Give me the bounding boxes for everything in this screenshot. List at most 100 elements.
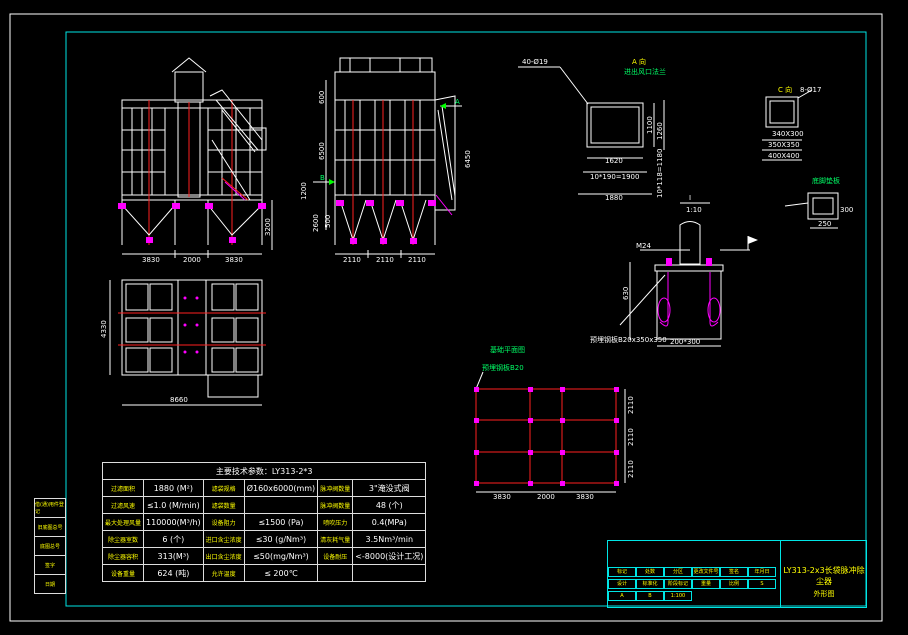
base-note: 预埋钢板B20 bbox=[482, 363, 524, 372]
label-a: A bbox=[455, 98, 460, 106]
spec-value: ≤50(mg/Nm³) bbox=[243, 547, 319, 565]
spec-key: 出口含尘浓度 bbox=[202, 547, 245, 565]
side-height-4: 1200 bbox=[300, 182, 308, 200]
flange-c-note: 8-Ø17 bbox=[800, 86, 821, 94]
spec-value: ≤1.0 (M/min) bbox=[143, 496, 204, 514]
flange-a-dim-4: 1100 bbox=[646, 116, 654, 134]
title-block-cell: 标记 bbox=[608, 567, 636, 577]
side-height-1: 600 bbox=[318, 91, 326, 104]
base-node bbox=[560, 418, 565, 423]
flange-a-dim-6: 10*118=1180 bbox=[656, 149, 664, 198]
base-node bbox=[528, 387, 533, 392]
base-title: 基础平面图 bbox=[490, 345, 525, 354]
flange-c-title: C 向 bbox=[778, 85, 792, 94]
spec-key: 喷吹压力 bbox=[317, 513, 354, 531]
spec-value: 48 (个) bbox=[352, 496, 427, 514]
spec-value: ≤1500 (Pa) bbox=[243, 513, 319, 531]
base-node bbox=[528, 418, 533, 423]
base-node bbox=[614, 450, 619, 455]
side-dim-3: 2110 bbox=[408, 256, 426, 264]
base-node bbox=[474, 387, 479, 392]
base-node bbox=[528, 450, 533, 455]
small-part-dim-1: 250 bbox=[818, 220, 831, 228]
spec-header: 主要技术参数：LY313-2*3 bbox=[101, 462, 427, 480]
base-dim-v-3: 2110 bbox=[627, 460, 635, 478]
side-height-5: 2600 bbox=[312, 214, 320, 232]
label-b: B bbox=[320, 174, 325, 182]
front-dim-1: 3830 bbox=[142, 256, 160, 264]
flange-c-dim-2: 350X350 bbox=[768, 141, 800, 149]
base-node bbox=[560, 450, 565, 455]
flange-c bbox=[762, 89, 813, 161]
anchor-dim-1: M24 bbox=[636, 242, 651, 250]
flange-a-note: 40-Ø19 bbox=[522, 58, 548, 66]
base-dim-v-2: 2110 bbox=[627, 428, 635, 446]
base-dim-h-1: 3830 bbox=[493, 493, 511, 501]
title-block-cell: 签名 bbox=[720, 567, 748, 577]
spec-key: 过滤风速 bbox=[101, 496, 145, 514]
spec-value: Ø160x6000(mm) bbox=[243, 479, 319, 497]
spec-value: <-8000(设计工况) bbox=[352, 547, 427, 565]
section-mark: I bbox=[689, 194, 691, 202]
flange-a-dim-3: 1880 bbox=[605, 194, 623, 202]
spec-key: 进口含尘浓度 bbox=[202, 530, 245, 548]
title-block-cell: 更改文件号 bbox=[692, 567, 720, 577]
flange-c-dim-1: 340X300 bbox=[772, 130, 804, 138]
title-block-cell: 标准化 bbox=[636, 579, 664, 589]
side-label: 旧底图总号 bbox=[34, 518, 66, 537]
side-label: 签字 bbox=[34, 556, 66, 575]
front-dim-2: 2000 bbox=[183, 256, 201, 264]
spec-key: 脉冲阀数量 bbox=[317, 479, 354, 497]
title-block-cell: 1:100 bbox=[664, 591, 692, 601]
side-dim-2: 2110 bbox=[376, 256, 394, 264]
base-node bbox=[560, 481, 565, 486]
flange-a-sub: 进出风口法兰 bbox=[624, 67, 666, 76]
spec-value: 3"淹没式阀 bbox=[352, 479, 427, 497]
flange-a-dim-1: 1620 bbox=[605, 157, 623, 165]
anchor-detail: I bbox=[619, 194, 758, 347]
title-block-cell: 处数 bbox=[636, 567, 664, 577]
title-block-cell: S bbox=[748, 579, 776, 589]
side-label: 底图总号 bbox=[34, 537, 66, 556]
small-part-dim-2: 300 bbox=[840, 206, 853, 214]
spec-key: 最大处理风量 bbox=[101, 513, 145, 531]
base-node bbox=[528, 481, 533, 486]
spec-value: 624 (吨) bbox=[143, 564, 204, 582]
spec-key: 清灰耗气量 bbox=[317, 530, 354, 548]
anchor-dim-3: 200*300 bbox=[670, 338, 700, 346]
base-plan bbox=[475, 371, 626, 493]
title-block-cell: 重量 bbox=[692, 579, 720, 589]
title-block-cell: 比例 bbox=[720, 579, 748, 589]
spec-value: 313(M³) bbox=[143, 547, 204, 565]
title-block-cell: 设计 bbox=[608, 579, 636, 589]
base-dim-v-1: 2110 bbox=[627, 396, 635, 414]
base-dim-h-2: 2000 bbox=[537, 493, 555, 501]
title-block-cell: B bbox=[636, 591, 664, 601]
spec-value: 110000(M³/h) bbox=[143, 513, 204, 531]
scale: 1:10 bbox=[686, 206, 702, 214]
spec-value bbox=[352, 564, 427, 582]
base-node bbox=[474, 481, 479, 486]
spec-key: 设备耐压 bbox=[317, 547, 354, 565]
spec-key: 脉冲阀数量 bbox=[317, 496, 354, 514]
outer-border bbox=[9, 13, 883, 622]
side-height-3: 6450 bbox=[464, 150, 472, 168]
side-height-6: 500 bbox=[324, 215, 332, 228]
side-dim-1: 2110 bbox=[343, 256, 361, 264]
base-node bbox=[614, 418, 619, 423]
base-node bbox=[560, 387, 565, 392]
anchor-dim-2: 630 bbox=[622, 287, 630, 300]
base-node bbox=[614, 387, 619, 392]
spec-value: 3.5Nm³/min bbox=[352, 530, 427, 548]
plan-height: 4330 bbox=[100, 320, 108, 338]
title-block-cell: 阶段标记 bbox=[664, 579, 692, 589]
base-node bbox=[614, 481, 619, 486]
title-block-cell: 分区 bbox=[664, 567, 692, 577]
